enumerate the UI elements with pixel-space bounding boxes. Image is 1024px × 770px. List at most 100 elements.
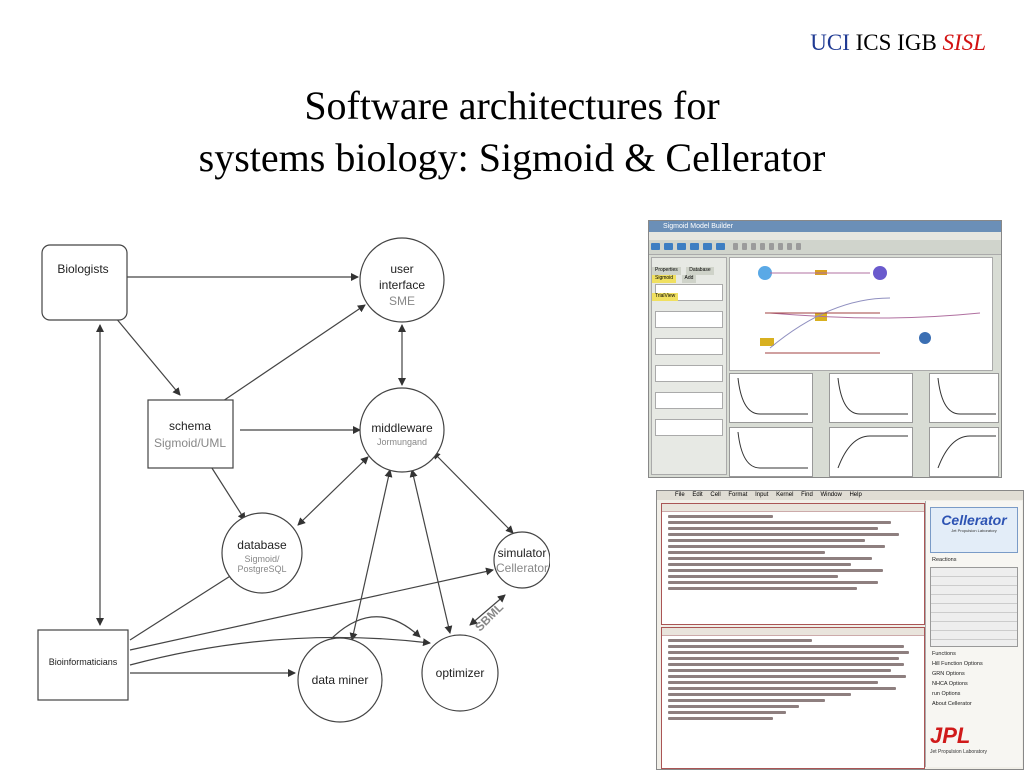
plot-curve [837,435,908,469]
palette-nhca-options[interactable]: NHCA Options [932,681,968,687]
menu-cell[interactable]: Cell [710,492,721,498]
code-line [668,569,883,572]
toolbar-icon [651,243,660,250]
subtab-add[interactable]: Add [681,275,697,283]
reaction-button-grid[interactable] [930,567,1018,647]
code-line [668,717,773,720]
menu-find[interactable]: Find [801,492,813,498]
biologists-node [41,244,128,321]
palette-run-options[interactable]: run Options [932,691,961,697]
reactions-notebook[interactable] [661,503,925,625]
code-line [668,651,910,654]
toolbar-icon [787,243,793,250]
toolbar-icon [677,243,686,250]
grid-row [931,613,1017,622]
toolbar-icon [664,243,673,250]
edge-dataminer-optimizer [329,616,421,641]
simulator-label: simulator [498,546,547,560]
slide-title: Software architectures for systems biolo… [0,80,1024,184]
sigmoid-properties-panel: Properties Database Sigmoid Add TrialVie… [651,257,727,475]
code-line [668,693,852,696]
palette-hill-options[interactable]: Hill Function Options [932,661,983,667]
timecourse-plot [729,373,813,423]
tab-properties[interactable]: Properties [652,267,681,275]
plot-graphic [937,377,996,415]
tab-database[interactable]: Database [686,267,714,275]
user-interface-label-2: interface [379,278,425,292]
user-interface-node [359,237,445,323]
code-line [668,515,773,518]
property-field[interactable] [655,365,723,382]
palette-about[interactable]: About Cellerator [932,701,972,707]
plot-curve [837,377,908,415]
menu-help[interactable]: Help [849,492,862,498]
code-line [668,711,786,714]
subtab-sigmoid[interactable]: Sigmoid [652,275,677,283]
equations-notebook[interactable] [661,627,925,769]
plot-graphic [937,435,996,469]
code-line [668,657,899,660]
toolbar-icon [742,243,748,250]
menu-window[interactable]: Window [820,492,842,498]
simulator-node [493,531,550,589]
sbml-label: SBML [472,600,506,634]
optimizer-node [421,634,499,712]
edge-schema-database [209,464,246,521]
database-node [221,512,303,594]
code-line [668,533,899,536]
plot-curve [737,431,808,469]
schema-label: schema [169,419,211,433]
code-line [668,539,865,542]
edges [96,273,514,677]
code-line [668,681,878,684]
timecourse-plot [929,427,999,477]
property-field[interactable] [655,338,723,355]
bioinformaticians-node [37,629,129,701]
code-line [668,663,904,666]
code-line [668,557,873,560]
palette-grn-options[interactable]: GRN Options [932,671,965,677]
toolbar-icon [769,243,775,250]
menu-file[interactable]: File [675,492,685,498]
code-line [668,705,799,708]
property-field[interactable] [655,419,723,436]
palette-reactions[interactable]: Reactions [932,557,957,563]
cellerator-palette: Cellerator Jet Propulsion Laboratory Rea… [925,501,1022,767]
plot-graphic [837,435,908,469]
plot-graphic [737,377,808,415]
grid-row [931,604,1017,613]
sigmoid-plots [729,373,999,477]
toolbar-icon [760,243,766,250]
cellerator-screenshot: File Edit Cell Format Input Kernel Find … [656,490,1024,770]
user-interface-sub: SME [389,294,415,308]
cellerator-logo-box: Cellerator Jet Propulsion Laboratory [930,507,1018,553]
plot-graphic [837,377,908,415]
subtab-trialview[interactable]: TrialView [652,293,679,301]
menu-kernel[interactable]: Kernel [776,492,794,498]
property-field[interactable] [655,392,723,409]
code-line [668,581,878,584]
code-line [668,699,826,702]
timecourse-plot [729,427,813,477]
notebook-titlebar [662,504,924,512]
property-field[interactable] [655,311,723,328]
institution-header: UCI ICS IGB SISL [810,30,986,56]
uci-label: UCI [810,30,850,55]
title-line-2: systems biology: Sigmoid & Cellerator [198,135,826,180]
palette-functions[interactable]: Functions [932,651,956,657]
menu-format[interactable]: Format [728,492,748,498]
code-line [668,551,826,554]
code-line [668,527,878,530]
edge-schema-ui [219,304,366,404]
edge-bioinf-optimizer [129,636,431,666]
edge-database-middleware [297,456,369,526]
edge-middleware-simulator [432,451,514,534]
reaction-node [760,338,774,346]
menu-edit[interactable]: Edit [692,492,703,498]
code-line [668,563,852,566]
sigmoid-model-canvas[interactable] [729,257,993,371]
grid-row [931,568,1017,577]
code-line [668,645,904,648]
cellerator-menubar: File Edit Cell Format Input Kernel Find … [657,491,1023,500]
menu-input[interactable]: Input [755,492,769,498]
